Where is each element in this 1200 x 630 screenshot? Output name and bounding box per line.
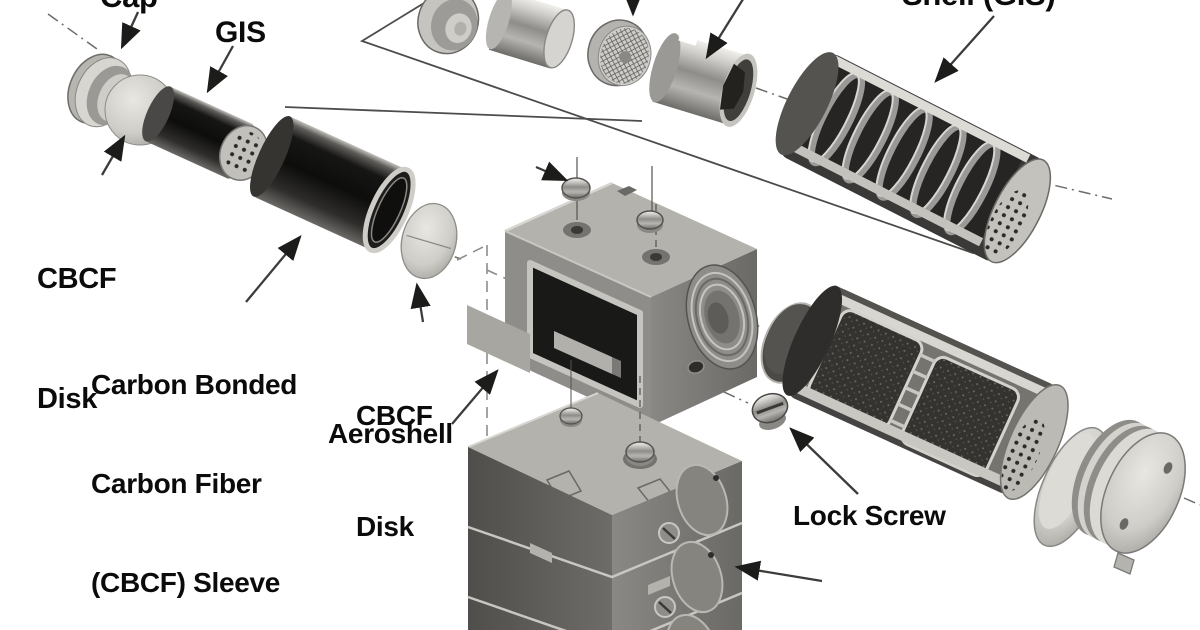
loose-lock-screw [751,392,789,430]
cap-arrow [120,11,141,50]
lock-screw-arrow [789,427,859,495]
cbcf-disk-left-arrow [101,134,126,176]
popped-lock-screw [561,177,591,201]
individual-module-arrow [734,560,823,583]
aeroshell-lock-screws [561,157,672,267]
aeroshell-label: Aeroshell [328,418,453,449]
leader-arrows [101,0,995,583]
screw-arrow [535,161,569,182]
stack-front-face [468,447,612,630]
cup-arrow [705,0,744,60]
cbcf-disk-part [400,202,458,280]
cbcf-disk-mid-arrow [410,282,431,323]
vent-cap-lid [417,0,480,55]
aeroshell-vent-hole [687,360,705,374]
shell-gis-arrow [934,15,995,83]
cbcf-sleeve-label: Carbon Bonded Carbon Fiber (CBCF) Sleeve [91,369,298,598]
lock-screw-label: Lock Screw [793,500,946,531]
stack-lock-screw [623,441,657,469]
individual-module-label: Individual General Purpose Heat [823,561,1123,630]
module-stack [467,360,743,630]
aeroshell-arrow [451,369,499,425]
lock-screw-2 [636,210,664,233]
stack-lock-screw-small [559,407,583,427]
cbcf-sleeve-part [250,116,416,254]
cbcf-sleeve-arrow [245,235,302,303]
fueled-clad-parts-row [417,0,758,127]
frit-vent-disk [587,19,652,87]
gis-arrow [206,45,235,94]
fuel-pellet-cylinder [485,0,576,69]
clad-shell-cup [649,30,758,127]
gis-cutaway-fueled [782,285,1069,501]
shell-gis-cutaway [775,52,1052,264]
stack-fuel-chamber-circles [654,463,729,630]
gis-label: GIS [215,16,266,49]
shell-gis-label: Shell (GIS) [902,0,1056,13]
left-assembly [67,53,458,280]
cbcf-disk-left-label: CBCF Disk [37,263,117,415]
aeroshell-bore [685,264,759,370]
cbcf-disk-mid-label: CBCF Disk [356,400,433,542]
cap-label: Cap [100,0,158,15]
grooved-end-cap [1071,419,1186,575]
aeroshell-upper-half [467,181,759,426]
